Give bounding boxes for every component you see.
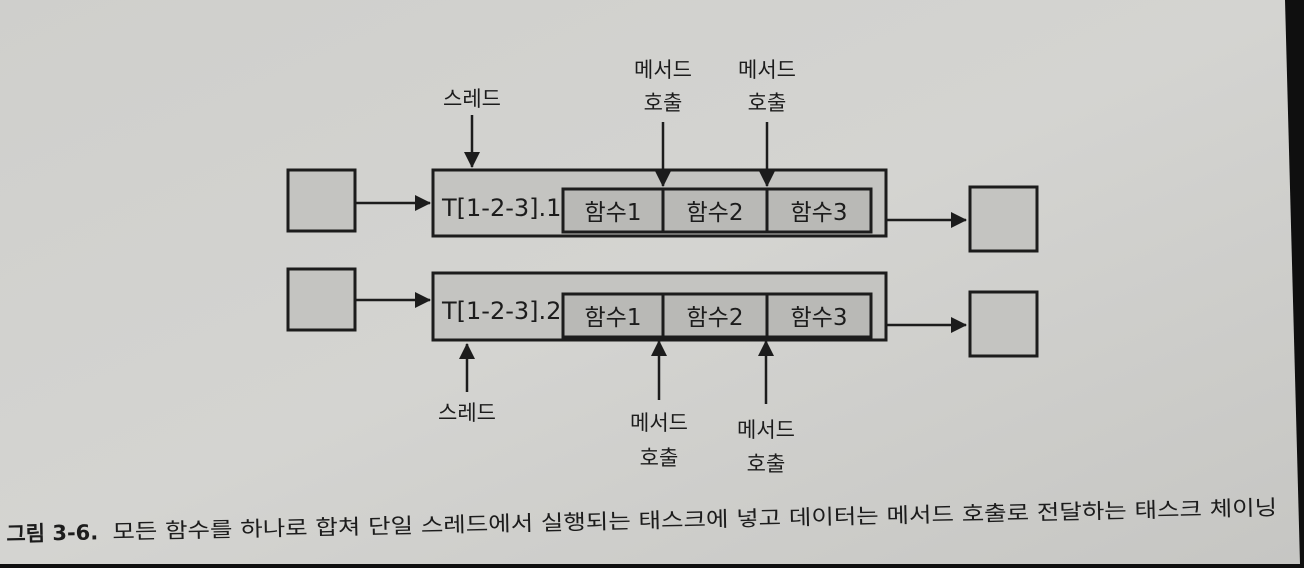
function-cells-1	[561, 187, 873, 234]
method-call-label: 호출	[748, 91, 787, 115]
method-call-label: 메서드	[634, 58, 692, 82]
caption-number: 그림 3-6.	[6, 520, 98, 546]
thread-label-2: 스레드	[438, 401, 496, 425]
task-label-2: T[1-2-3].2	[441, 297, 561, 325]
function-label-2-3: 함수3	[791, 305, 848, 331]
method-call-label: 호출	[640, 446, 679, 470]
function-label-2-1: 함수1	[585, 305, 642, 331]
function-label-1-3: 함수3	[791, 200, 848, 226]
method-call-label: 메서드	[737, 418, 795, 442]
input-square-1	[286, 168, 357, 233]
method-call-label: 메서드	[630, 411, 688, 435]
method-call-label: 호출	[747, 452, 786, 476]
function-label-1-1: 함수1	[585, 200, 642, 226]
function-label-1-2: 함수2	[687, 200, 744, 226]
thread-label-1: 스레드	[443, 87, 501, 111]
task-row-2: T[1-2-3].2 함수1 함수2 함수3 스레드 메서드 호출 메서드 호출	[286, 267, 1039, 476]
method-call-label: 호출	[644, 91, 683, 115]
task-label-1: T[1-2-3].1	[441, 194, 561, 222]
output-square-1	[968, 185, 1039, 253]
input-square-2	[286, 267, 357, 332]
output-square-2	[968, 290, 1039, 358]
task-row-1: T[1-2-3].1 함수1 함수2 함수3 스레드 메서드 호출 메서드 호출	[286, 58, 1039, 253]
function-label-2-2: 함수2	[687, 305, 744, 331]
method-call-label: 메서드	[738, 58, 796, 82]
function-cells-2	[561, 292, 873, 339]
